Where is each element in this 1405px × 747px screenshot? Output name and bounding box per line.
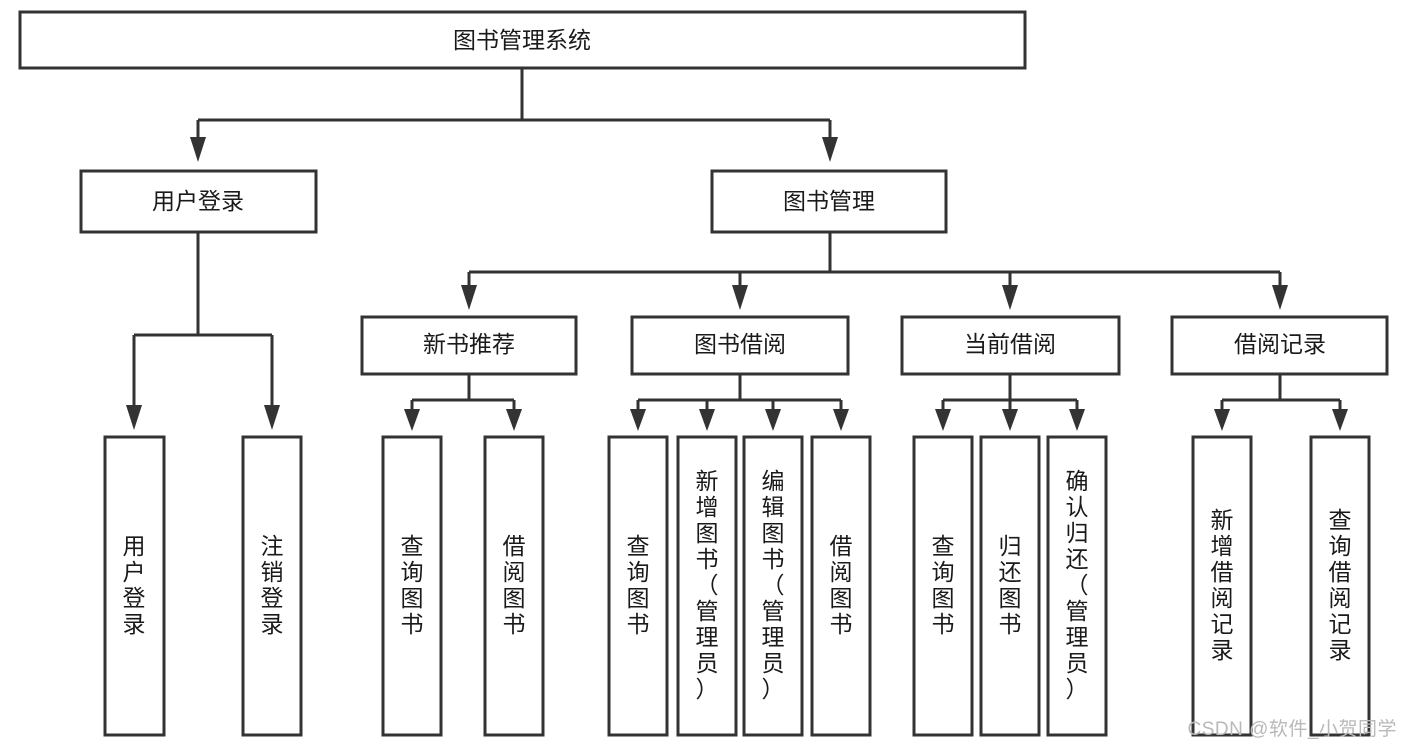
connectors-new-book-rec-to-leaves (404, 374, 522, 431)
node-leaf-user-login-box[interactable] (103, 435, 166, 737)
connectors-user-login-to-leaves (126, 232, 280, 430)
node-leaf-confirm-return-admin[interactable]: 确认归还（管理员） (1046, 435, 1108, 737)
node-book-borrow-box[interactable] (630, 315, 850, 376)
node-leaf-logout-box[interactable] (241, 435, 303, 737)
node-current-borrow-label: 当前借阅 (964, 331, 1056, 357)
node-leaf-query-borrow-record-label: 查询借阅记录 (1329, 507, 1352, 663)
node-leaf-add-borrow-record-label: 新增借阅记录 (1211, 507, 1234, 663)
arrow-to-leaf-borrow-book-1-icon (506, 409, 522, 431)
node-new-book-rec-label: 新书推荐 (423, 331, 515, 357)
node-leaf-query-book-3-box[interactable] (912, 435, 974, 737)
arrow-to-book-borrow-icon (732, 285, 748, 310)
arrow-to-leaf-query-book-1-icon (404, 409, 420, 431)
node-leaf-query-book-1[interactable]: 查询图书 (381, 435, 443, 737)
arrow-to-book-manage-icon (822, 137, 838, 162)
node-borrow-record[interactable]: 借阅记录 (1170, 315, 1389, 376)
node-root[interactable]: 图书管理系统 (18, 10, 1027, 70)
node-book-manage-box[interactable] (710, 169, 948, 234)
node-leaf-logout[interactable]: 注销登录 (241, 435, 303, 737)
node-leaf-add-borrow-record-box[interactable] (1191, 435, 1253, 737)
node-leaf-edit-book-admin[interactable]: 编辑图书（管理员） (742, 435, 804, 737)
connectors-book-manage-to-level3 (461, 232, 1288, 310)
node-leaf-confirm-return-admin-box[interactable] (1046, 435, 1108, 737)
node-book-manage-label: 图书管理 (783, 188, 875, 214)
arrow-to-borrow-record-icon (1272, 285, 1288, 310)
node-leaf-return-book[interactable]: 归还图书 (979, 435, 1041, 737)
node-leaf-user-login[interactable]: 用户登录 (103, 435, 166, 737)
node-new-book-rec[interactable]: 新书推荐 (360, 315, 578, 376)
node-book-manage[interactable]: 图书管理 (710, 169, 948, 234)
node-leaf-borrow-book-2-label: 借阅图书 (830, 533, 853, 637)
arrow-to-leaf-query-borrow-record-icon (1332, 409, 1348, 431)
arrow-to-leaf-add-borrow-record-icon (1214, 409, 1230, 431)
arrow-to-current-borrow-icon (1002, 285, 1018, 310)
node-leaf-edit-book-admin-box[interactable] (742, 435, 804, 737)
node-user-login-label: 用户登录 (152, 188, 244, 214)
node-root-box[interactable] (18, 10, 1027, 70)
connectors-book-borrow-to-leaves (630, 374, 849, 431)
node-leaf-edit-book-admin-label: 编辑图书（管理员） (762, 468, 785, 702)
node-leaf-borrow-book-1-box[interactable] (483, 435, 545, 737)
node-borrow-record-box[interactable] (1170, 315, 1389, 376)
arrow-to-leaf-logout-icon (264, 405, 280, 430)
node-leaf-query-book-1-box[interactable] (381, 435, 443, 737)
node-leaf-query-book-3-label: 查询图书 (932, 533, 955, 637)
arrow-to-leaf-add-book-admin-icon (699, 409, 715, 431)
arrow-to-leaf-borrow-book-2-icon (833, 409, 849, 431)
node-leaf-logout-label: 注销登录 (261, 533, 284, 637)
node-leaf-query-book-2-box[interactable] (607, 435, 669, 737)
arrow-to-leaf-confirm-return-admin-icon (1069, 409, 1085, 431)
node-user-login-box[interactable] (79, 169, 318, 234)
node-leaf-confirm-return-admin-label: 确认归还（管理员） (1066, 468, 1089, 702)
arrow-to-leaf-user-login-icon (126, 405, 142, 430)
node-leaf-borrow-book-2-box[interactable] (810, 435, 872, 737)
node-leaf-query-book-2-label: 查询图书 (627, 533, 650, 637)
node-leaf-add-book-admin[interactable]: 新增图书（管理员） (676, 435, 738, 737)
node-leaf-add-book-admin-box[interactable] (676, 435, 738, 737)
connectors-current-borrow-to-leaves (935, 374, 1085, 431)
node-root-label: 图书管理系统 (453, 27, 591, 53)
node-leaf-borrow-book-1[interactable]: 借阅图书 (483, 435, 545, 737)
node-book-borrow-label: 图书借阅 (694, 331, 786, 357)
node-leaf-borrow-book-2[interactable]: 借阅图书 (810, 435, 872, 737)
node-user-login[interactable]: 用户登录 (79, 169, 318, 234)
node-leaf-query-book-2[interactable]: 查询图书 (607, 435, 669, 737)
connectors-root-to-level2 (190, 68, 838, 162)
node-leaf-query-borrow-record[interactable]: 查询借阅记录 (1309, 435, 1371, 737)
arrow-to-user-login-icon (190, 137, 206, 162)
csdn-watermark: CSDN @软件_小贺同学 (1187, 719, 1397, 740)
node-new-book-rec-box[interactable] (360, 315, 578, 376)
node-book-borrow[interactable]: 图书借阅 (630, 315, 850, 376)
arrow-to-leaf-query-book-3-icon (935, 409, 951, 431)
node-leaf-borrow-book-1-label: 借阅图书 (503, 533, 526, 637)
node-borrow-record-label: 借阅记录 (1234, 331, 1326, 357)
arrow-to-leaf-query-book-2-icon (630, 409, 646, 431)
node-leaf-add-book-admin-label: 新增图书（管理员） (696, 468, 719, 702)
node-leaf-user-login-label: 用户登录 (123, 533, 146, 637)
node-current-borrow-box[interactable] (900, 315, 1121, 376)
arrow-to-leaf-edit-book-admin-icon (765, 409, 781, 431)
node-leaf-return-book-box[interactable] (979, 435, 1041, 737)
connectors-borrow-record-to-leaves (1214, 374, 1348, 431)
node-leaf-query-book-3[interactable]: 查询图书 (912, 435, 974, 737)
arrow-to-leaf-return-book-icon (1002, 409, 1018, 431)
node-leaf-add-borrow-record[interactable]: 新增借阅记录 (1191, 435, 1253, 737)
node-current-borrow[interactable]: 当前借阅 (900, 315, 1121, 376)
node-leaf-return-book-label: 归还图书 (999, 533, 1022, 637)
node-leaf-query-book-1-label: 查询图书 (401, 533, 424, 637)
arrow-to-new-book-rec-icon (461, 285, 477, 310)
node-leaf-query-borrow-record-box[interactable] (1309, 435, 1371, 737)
